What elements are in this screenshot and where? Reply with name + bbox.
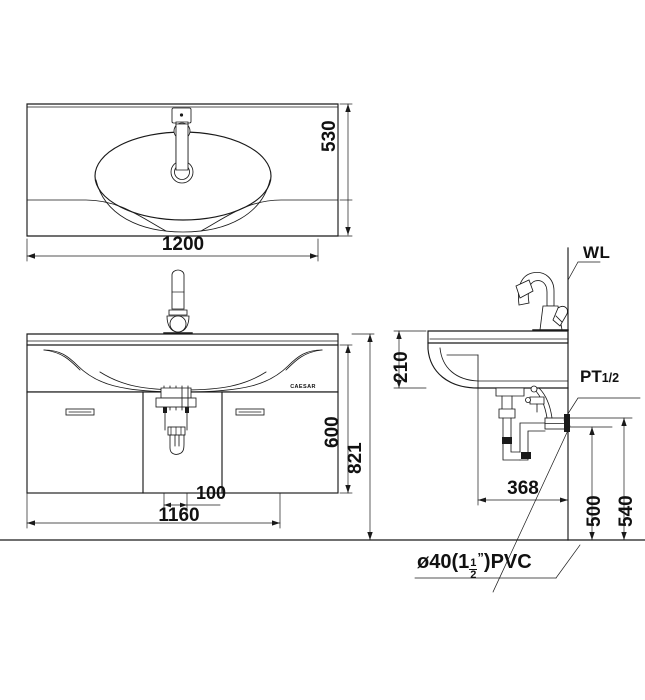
dimension-label-600: 600 [322,416,343,448]
dimension-600 [339,344,353,494]
faucet-side [515,271,569,331]
brand-label: CAESAR [290,384,316,390]
drain-diameter-mm: 40 [429,551,452,573]
dimension-label-100: 100 [196,483,227,503]
dimension-1160 [26,492,281,529]
dimension-1200 [26,238,319,262]
drain-assembly-front [155,385,197,455]
pt-half-label: PT1/2 [580,367,619,387]
pvc-drain-leader [414,425,581,593]
pt-half-leader [563,397,641,421]
drain-whole-number: 1 [458,551,470,573]
top-view-group [26,103,353,262]
dimension-821 [351,333,375,541]
pt-half-label-main: PT [580,367,602,386]
dimension-label-1200: 1200 [161,234,205,255]
inch-mark: ” [477,550,484,565]
drain-assembly-side [495,385,570,461]
pt-half-label-fraction: 1/2 [601,371,620,385]
drain-fraction: 1 2 [469,557,478,581]
wall-line-label: WL [583,243,611,262]
drain-fraction-numerator: 1 [469,557,478,570]
close-paren: ) [483,551,491,573]
dimension-label-821: 821 [345,442,366,474]
faucet-front [163,269,193,334]
dimension-530 [317,103,353,237]
open-paren: ( [451,551,459,573]
dimension-label-210: 210 [391,351,412,383]
basin-front-profile: CAESAR [26,344,339,393]
counter-side-slab [427,330,569,344]
cabinet-front-body [26,391,339,494]
cabinet-handle-left [65,408,95,416]
dimension-368 [477,387,569,506]
front-view-group: CAESAR [26,269,375,541]
cabinet-handle-right [235,408,265,416]
dimension-100 [163,492,221,513]
dimension-label-540: 540 [616,495,637,527]
dimension-label-530: 530 [319,120,340,152]
diameter-symbol: ø [417,551,430,573]
drain-material: PVC [490,551,532,573]
side-view-group [393,247,641,593]
faucet-plan [170,107,194,184]
counter-front-slab [26,333,339,346]
dimension-label-500: 500 [584,495,605,527]
drain-fraction-denominator: 2 [470,569,477,581]
dimension-210 [393,330,427,389]
basin-side-profile [427,342,569,389]
dimension-label-368: 368 [507,478,539,499]
dimension-label-1160: 1160 [158,505,200,526]
